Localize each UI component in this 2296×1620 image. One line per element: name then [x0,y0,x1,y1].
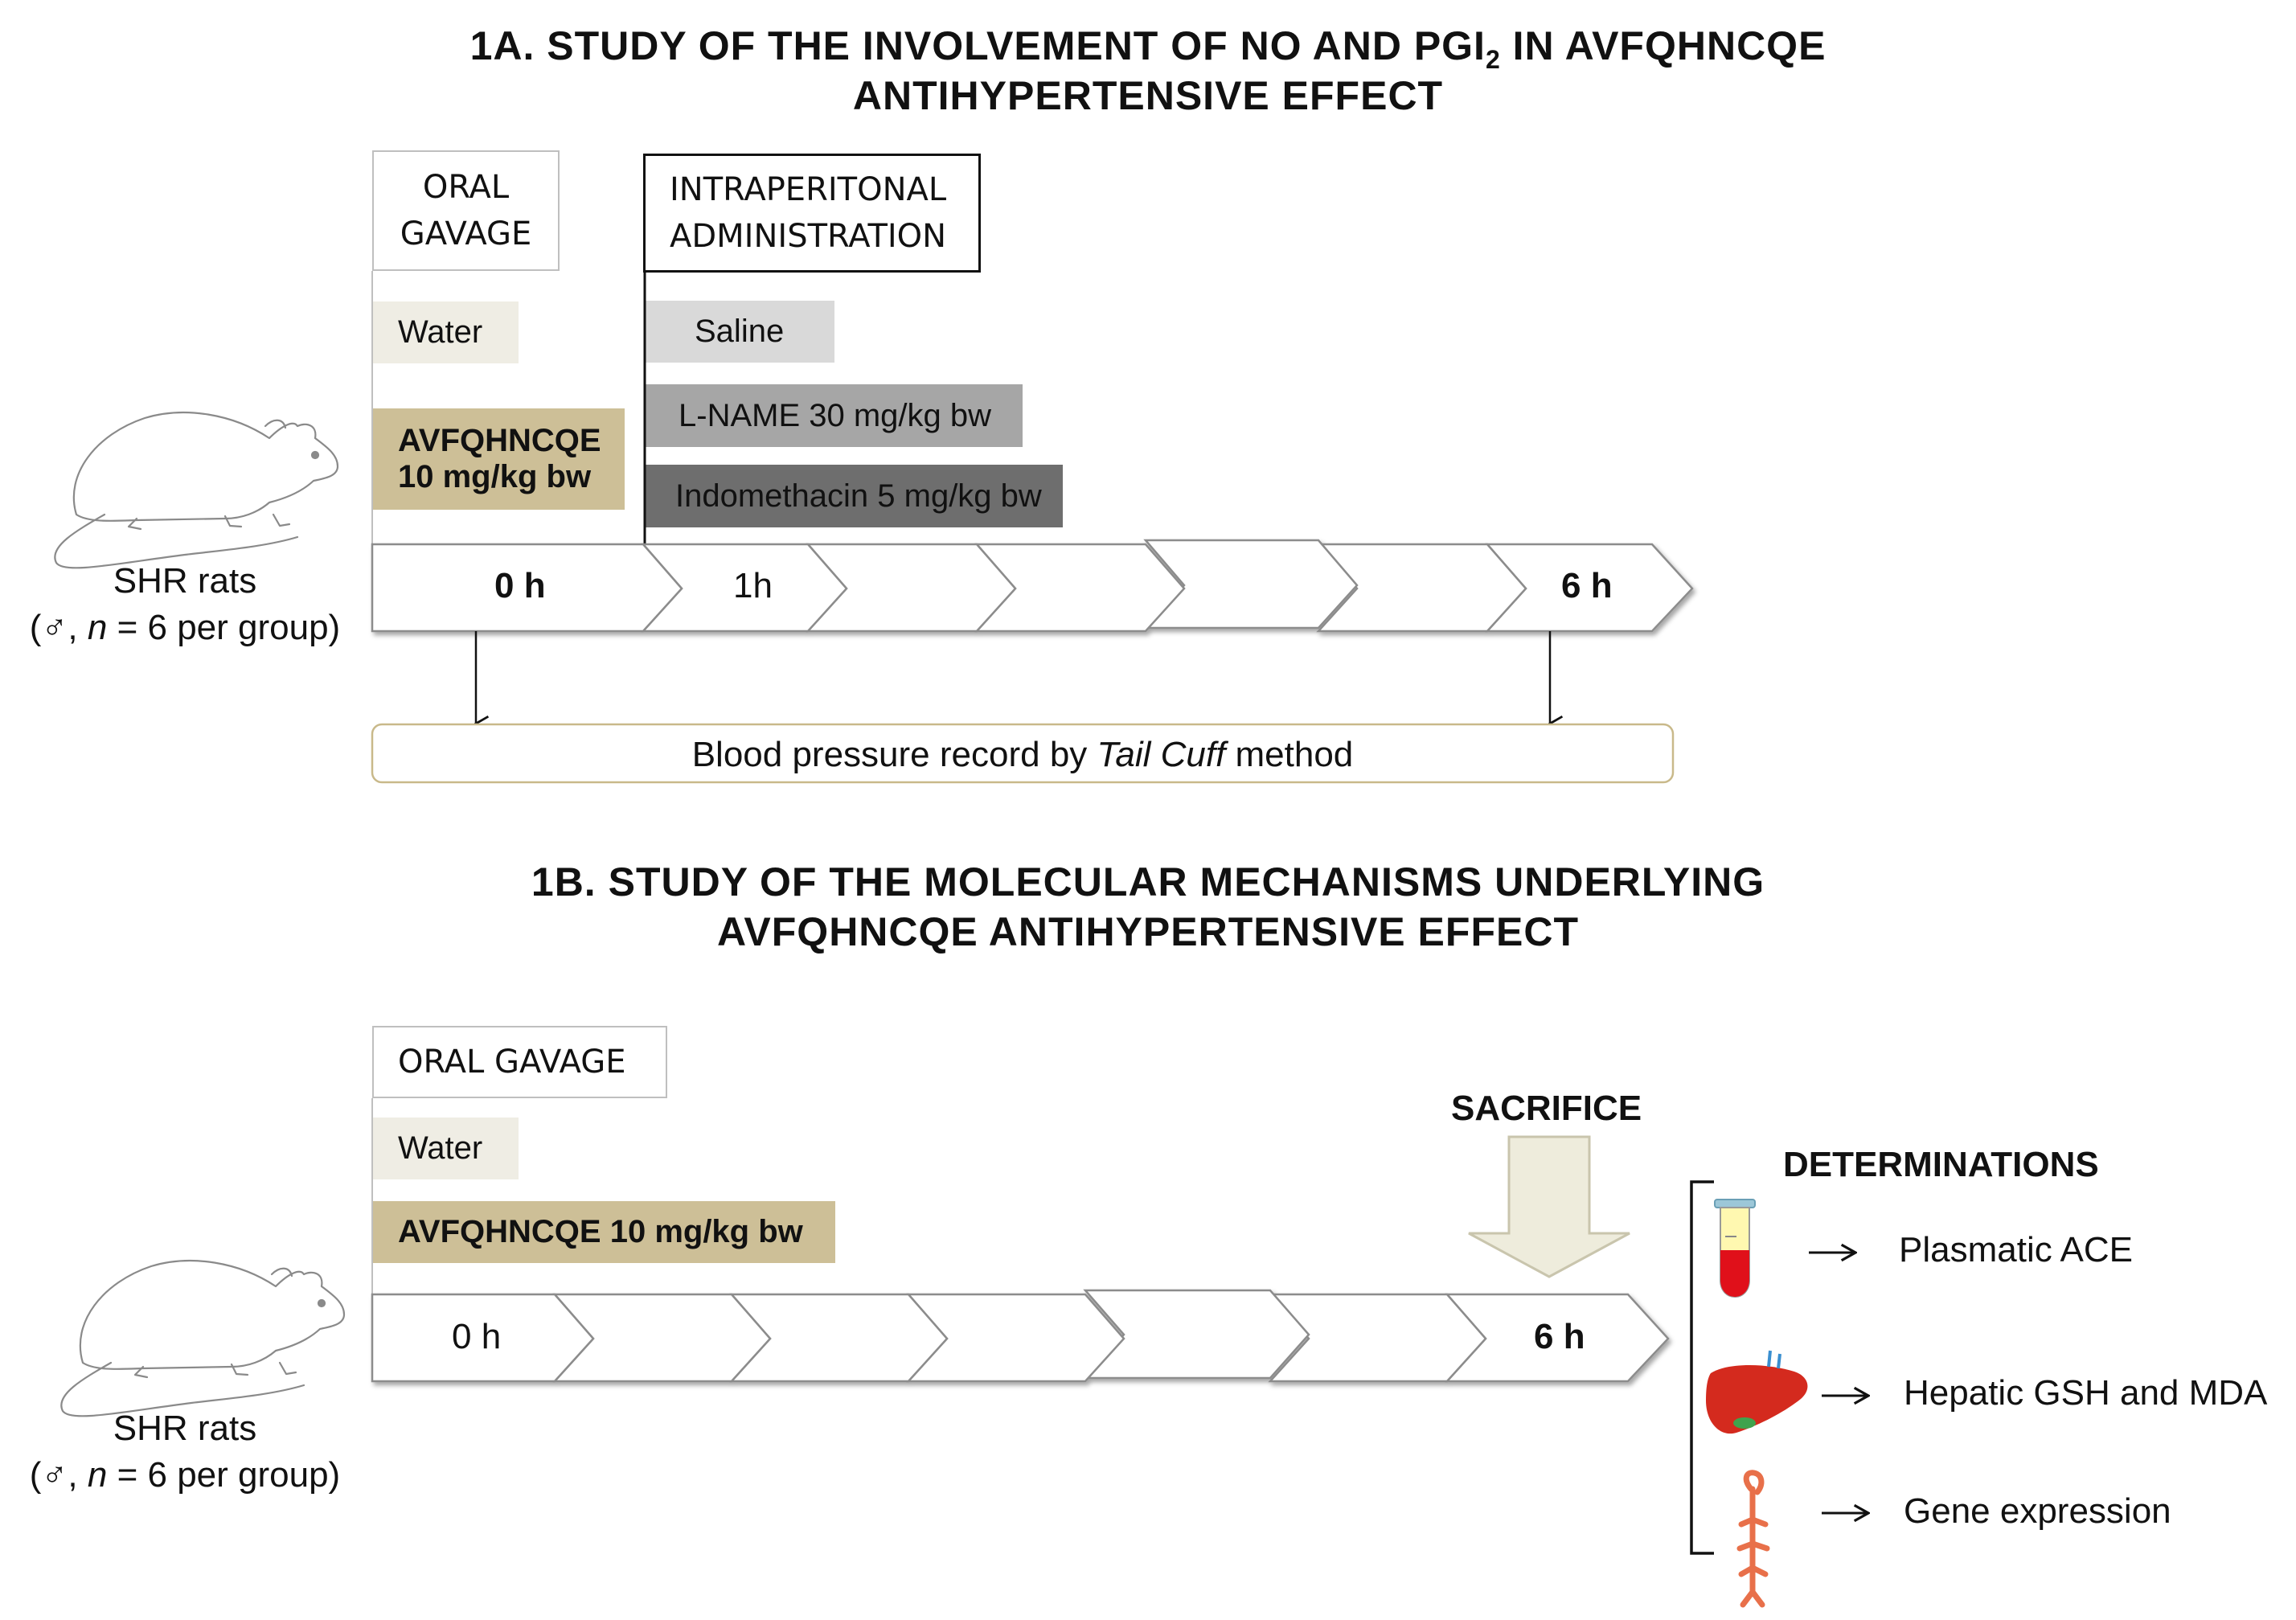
timeline-b-segment-1 [371,1293,595,1383]
panel-a-title-line1: 1A. STUDY OF THE INVOLVEMENT OF NO AND P… [469,23,1827,74]
saline-bar: Saline [645,301,834,363]
rat-icon [60,1260,346,1417]
timeline-a-segment-5 [1143,539,1359,630]
panel-a-title-line2: ANTIHYPERTENSIVE EFFECT [852,73,1444,118]
det-plasmatic-ace: Plasmatic ACE [1899,1230,2133,1269]
timeline-b-segment-6 [1268,1293,1487,1383]
rats-group-b: (♂, n = 6 per group) [29,1455,341,1495]
timeline-b-segment-5 [1083,1289,1310,1380]
rats-label-a: SHR rats [113,561,257,601]
aorta-icon [1736,1470,1770,1608]
oral-gavage-label-1: ORAL [422,169,510,206]
sacrifice-label: SACRIFICE [1451,1089,1642,1128]
oral-gavage-label-2: GAVAGE [400,215,532,252]
oral-gavage-box: ORAL GAVAGE [372,150,560,271]
indomethacin-bar: Indomethacin 5 mg/kg bw [645,465,1063,527]
timeline-b [371,1289,1670,1383]
time-label-0h-a: 0 h [494,566,546,605]
rats-label-b: SHR rats [113,1409,257,1448]
bp-record-box [371,723,1675,784]
water-bar: Water [372,301,519,363]
lname-bar: L-NAME 30 mg/kg bw [645,384,1023,447]
ip-label-2: ADMINISTRATION [670,218,947,255]
blood-tube-icon [1714,1199,1756,1298]
bp-record-label: Blood pressure record by Tail Cuff metho… [691,735,1354,774]
rats-group-a: (♂, n = 6 per group) [29,608,341,647]
ip-label-1: INTRAPERITONAL [670,171,947,208]
peptide-label-1: AVFQHNCQE [398,423,601,458]
time-label-0h-b: 0 h [452,1317,502,1356]
panel-b-title-line2: AVFQHNCQE ANTIHYPERTENSIVE EFFECT [717,909,1579,954]
intraperitoneal-box: INTRAPERITONAL ADMINISTRATION [643,154,981,273]
peptide-bar-b: AVFQHNCQE 10 mg/kg bw [372,1201,835,1263]
time-label-6h-a: 6 h [1561,566,1613,605]
peptide-label-2: 10 mg/kg bw [398,459,592,494]
timeline-a-segment-6 [1316,543,1527,633]
liver-icon [1706,1350,1808,1434]
det-hepatic-gsh-mda: Hepatic GSH and MDA [1904,1373,2268,1413]
panel-b-title-line1: 1B. STUDY OF THE MOLECULAR MECHANISMS UN… [531,859,1765,904]
rat-icon [54,412,339,569]
determinations-title: DETERMINATIONS [1783,1145,2099,1184]
timeline-a-segment-1 [371,543,683,633]
water-bar-b: Water [372,1118,519,1179]
det-gene-expression: Gene expression [1904,1491,2171,1531]
time-label-1h-a: 1h [733,566,773,605]
time-label-6h-b: 6 h [1534,1317,1585,1356]
sacrifice-arrow-icon [1468,1135,1630,1278]
timeline-a [371,539,1694,633]
oral-gavage-box-b: ORAL GAVAGE [372,1026,667,1098]
peptide-bar: AVFQHNCQE 10 mg/kg bw [372,408,625,510]
determinations-bracket [1690,1180,1714,1555]
